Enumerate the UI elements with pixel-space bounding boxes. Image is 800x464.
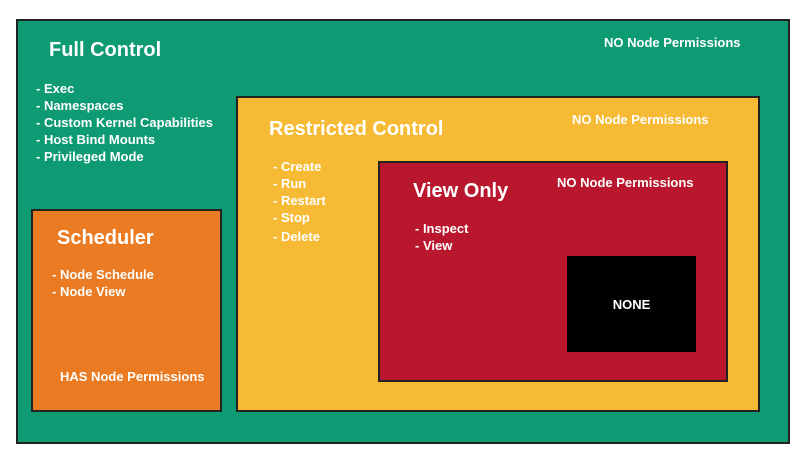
list-item: - Run <box>273 176 307 191</box>
list-item: - Restart <box>273 193 326 208</box>
scheduler-title: Scheduler <box>57 227 154 249</box>
none-label: NONE <box>612 296 651 312</box>
restricted-control-title: Restricted Control <box>269 118 444 140</box>
view-only-title: View Only <box>413 180 509 202</box>
restricted-control-list: - Create - Run - Restart - Stop - Delete <box>273 158 326 245</box>
full-control-title: Full Control <box>49 39 162 61</box>
list-item: - View <box>415 238 453 253</box>
list-item: - Stop <box>273 210 310 225</box>
list-item: - Host Bind Mounts <box>36 132 156 147</box>
scheduler-box <box>31 209 222 412</box>
list-item: - Inspect <box>415 221 469 236</box>
restricted-control-permission: NO Node Permissions <box>572 112 709 127</box>
list-item: - Namespaces <box>36 98 124 113</box>
list-item: - Delete <box>273 229 320 244</box>
list-item: - Node View <box>52 284 126 299</box>
list-item: - Privileged Mode <box>36 149 144 164</box>
list-item: - Node Schedule <box>52 267 154 282</box>
full-control-permission: NO Node Permissions <box>604 35 741 50</box>
view-only-permission: NO Node Permissions <box>557 175 694 190</box>
scheduler-permission: HAS Node Permissions <box>60 369 205 384</box>
list-item: - Exec <box>36 81 75 96</box>
list-item: - Create <box>273 159 322 174</box>
scheduler-list: - Node Schedule - Node View <box>52 266 154 300</box>
full-control-list: - Exec - Namespaces - Custom Kernel Capa… <box>36 80 213 165</box>
view-only-list: - Inspect - View <box>415 220 468 254</box>
none-box: NONE <box>567 256 696 352</box>
list-item: - Custom Kernel Capabilities <box>36 115 213 130</box>
